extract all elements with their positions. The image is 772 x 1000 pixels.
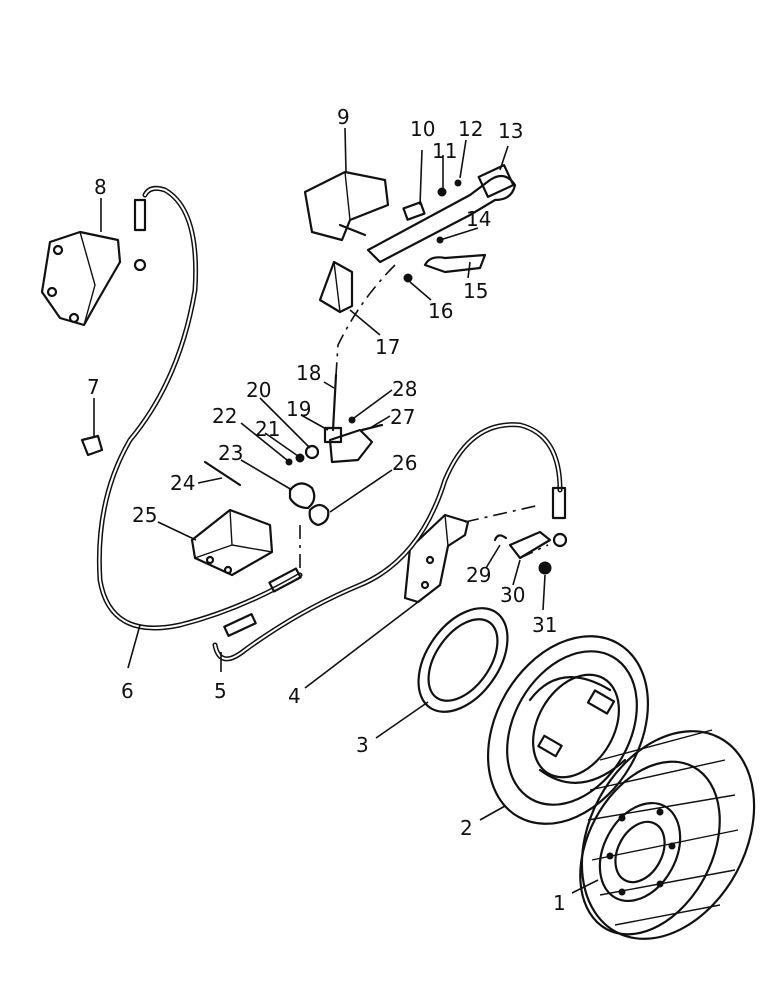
callout-9: 9 [337,105,350,129]
callout-5: 5 [214,679,227,703]
cable-bracket [403,513,470,604]
callout-2: 2 [460,816,473,840]
part-31-nut [538,561,552,575]
part-18-rod [331,373,338,432]
part-30-lever [508,530,552,560]
callout-23: 23 [218,441,243,465]
lever-assembly [366,164,517,283]
callout-7: 7 [87,375,100,399]
callout-3: 3 [356,733,369,757]
angle-bracket [318,260,354,314]
mounting-bracket [40,230,122,327]
gasket [417,607,509,713]
callout-20: 20 [246,378,271,402]
part-20-washer [304,444,320,460]
part-28-nut [348,416,356,424]
callout-24: 24 [170,471,195,495]
callout-15: 15 [463,279,488,303]
backing-plate-assembly [486,635,650,825]
part-19-yoke [323,426,343,444]
callout-29: 29 [466,563,491,587]
part-22-pin [285,458,293,466]
upper-bracket [303,170,390,242]
part-24-bar [203,460,242,487]
part-12-washer [454,179,462,187]
callout-14: 14 [466,207,491,231]
brake-cable-left [96,185,303,631]
assembly-lines [299,264,549,570]
callout-10: 10 [410,117,435,141]
callout-labels: 1 2 3 4 5 6 7 8 9 10 11 12 13 14 15 16 1… [87,105,566,915]
part-11-nut [437,187,447,197]
part-10-plate [402,201,426,221]
wheel-lever [493,530,552,575]
equalizer-assembly [190,373,384,577]
callout-16: 16 [428,299,453,323]
brake-cable-right [212,422,568,662]
callout-11: 11 [432,139,457,163]
callout-30: 30 [500,583,525,607]
callout-22: 22 [212,404,237,428]
part-13-lever [366,174,517,264]
part-26-equalizer [308,503,330,527]
callout-28: 28 [392,377,417,401]
callout-12: 12 [458,117,483,141]
leader-lines [93,127,599,894]
callout-4: 4 [288,684,301,708]
part-16-nut [403,273,413,283]
callout-31: 31 [532,613,557,637]
part-29-clip [493,534,508,542]
callout-18: 18 [296,361,321,385]
callout-21: 21 [255,417,280,441]
callout-1: 1 [553,891,566,915]
cable-clip [80,434,104,457]
callout-8: 8 [94,175,107,199]
part-23-clevis [288,482,316,510]
brake-drum [579,729,756,940]
callout-13: 13 [498,119,523,143]
callout-27: 27 [390,405,415,429]
callout-19: 19 [286,397,311,421]
callout-17: 17 [375,335,400,359]
callout-25: 25 [132,503,157,527]
part-15-latch [423,253,487,274]
callout-26: 26 [392,451,417,475]
callout-6: 6 [121,679,134,703]
